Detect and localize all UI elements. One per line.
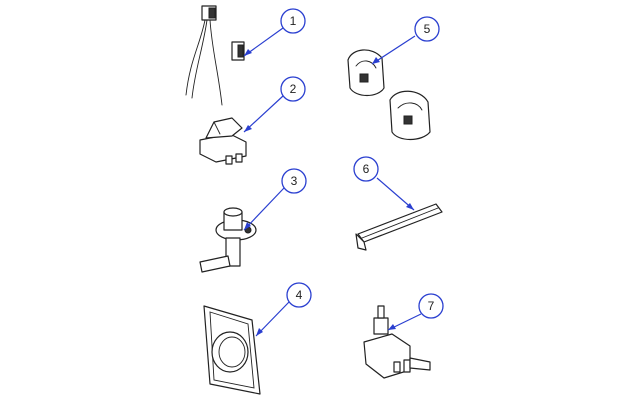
callout-1: 1 [280,8,306,34]
callout-number: 1 [290,14,297,28]
callout-6: 6 [353,156,379,182]
part-5-thermostat [347,49,431,141]
callout-number: 7 [428,299,435,313]
callout-7: 7 [418,293,444,319]
leader-lines [243,27,422,337]
callout-number: 4 [296,288,303,302]
callout-5: 5 [414,16,440,42]
part-1-reed-switch [185,5,245,106]
part-4-control-panel [203,305,261,395]
part-2-rocker-switch [199,117,247,165]
leader-5 [371,35,416,65]
callout-circle [286,282,312,308]
callout-3: 3 [281,168,307,194]
callout-4: 4 [286,282,312,308]
callout-circle [280,76,306,102]
callout-number: 3 [291,174,298,188]
callout-circle [414,16,440,42]
part-6-profile-strip [355,203,443,251]
callout-number: 5 [424,22,431,36]
leader-1 [243,27,284,57]
callout-circle [418,293,444,319]
callout-circle [353,156,379,182]
leader-3 [243,187,285,231]
callout-circle [281,168,307,194]
callout-circle [280,8,306,34]
leader-6 [376,177,415,211]
callout-2: 2 [280,76,306,102]
part-7-microswitch [363,305,431,379]
part-3-valve [199,207,257,273]
callout-number: 6 [363,162,370,176]
leader-4 [255,301,290,337]
callout-number: 2 [290,82,297,96]
leader-2 [243,95,284,133]
